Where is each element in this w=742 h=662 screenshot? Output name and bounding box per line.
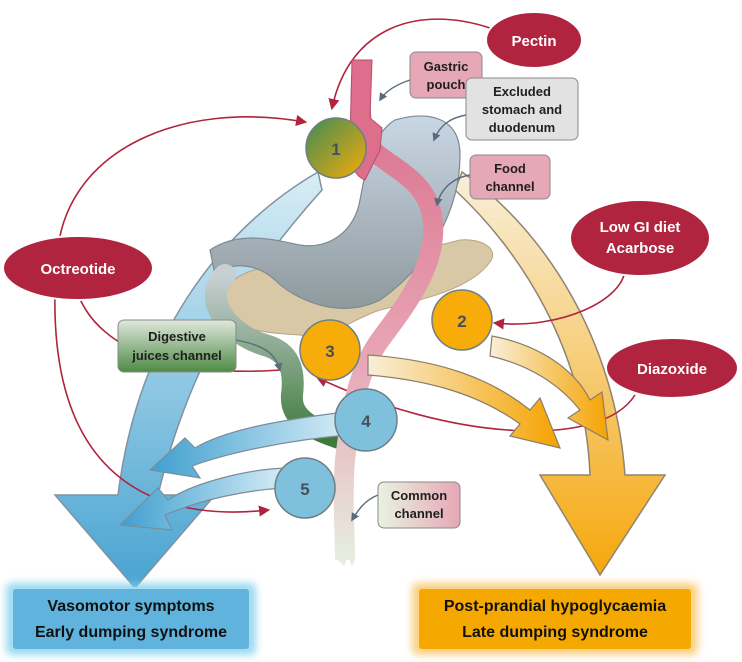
excluded-stomach-label: Excluded stomach and duodenum bbox=[465, 77, 579, 141]
node3-to-hypoglycaemia-arrow bbox=[367, 354, 561, 449]
pectin-ellipse: Pectin bbox=[485, 11, 583, 69]
svg-text:Gastric: Gastric bbox=[424, 59, 469, 74]
late-dumping-arrow-large bbox=[454, 170, 667, 577]
svg-text:channel: channel bbox=[394, 506, 443, 521]
octreotide-to-node5-line bbox=[54, 289, 271, 517]
node4-to-vasomotor-arrow bbox=[148, 411, 349, 479]
node2-to-hypoglycaemia-arrow bbox=[489, 335, 609, 442]
pectin-to-node1-line bbox=[328, 18, 491, 111]
hypoglycaemia-line1: Post-prandial hypoglycaemia bbox=[444, 598, 666, 615]
node-5-label: 5 bbox=[300, 480, 309, 499]
channel-end-cut bbox=[338, 556, 355, 566]
svg-text:channel: channel bbox=[485, 179, 534, 194]
octreotide-to-node1-line bbox=[57, 114, 308, 249]
label-pointers bbox=[235, 79, 471, 522]
svg-text:pouch: pouch bbox=[427, 77, 466, 92]
node-2: 2 bbox=[431, 289, 493, 351]
svg-text:Diazoxide: Diazoxide bbox=[637, 361, 707, 378]
digestive-juices-label: Digestive juices channel bbox=[117, 319, 237, 373]
svg-text:juices channel: juices channel bbox=[131, 348, 222, 363]
node-1-label: 1 bbox=[331, 140, 340, 159]
vasomotor-line2: Early dumping syndrome bbox=[35, 624, 227, 641]
svg-text:duodenum: duodenum bbox=[489, 120, 555, 135]
svg-text:Common: Common bbox=[391, 488, 447, 503]
food-channel-label: Food channel bbox=[469, 154, 551, 200]
node-5: 5 bbox=[274, 457, 336, 519]
common-channel-label: Common channel bbox=[377, 481, 461, 529]
lowgi-to-node2-line bbox=[492, 267, 626, 330]
svg-text:Octreotide: Octreotide bbox=[40, 261, 115, 278]
svg-text:Excluded: Excluded bbox=[493, 84, 551, 99]
node-4: 4 bbox=[334, 388, 398, 452]
svg-text:Low GI diet: Low GI diet bbox=[600, 219, 681, 236]
svg-text:Acarbose: Acarbose bbox=[606, 240, 674, 257]
node-3: 3 bbox=[299, 319, 361, 381]
vasomotor-line1: Vasomotor symptoms bbox=[47, 598, 214, 615]
node-4-label: 4 bbox=[361, 412, 371, 431]
vasomotor-outcome-box: Vasomotor symptoms Early dumping syndrom… bbox=[6, 583, 256, 655]
node-3-label: 3 bbox=[325, 342, 334, 361]
lowgi-acarbose-ellipse: Low GI diet Acarbose bbox=[569, 199, 711, 277]
node5-to-vasomotor-arrow bbox=[118, 467, 286, 531]
node-1: 1 bbox=[305, 117, 367, 179]
diazoxide-ellipse: Diazoxide bbox=[605, 337, 739, 399]
hypoglycaemia-outcome-box: Post-prandial hypoglycaemia Late dumping… bbox=[412, 583, 698, 655]
svg-text:Digestive: Digestive bbox=[148, 329, 206, 344]
svg-text:Food: Food bbox=[494, 161, 526, 176]
node-2-label: 2 bbox=[457, 312, 466, 331]
octreotide-ellipse: Octreotide bbox=[2, 235, 154, 301]
hypoglycaemia-line2: Late dumping syndrome bbox=[462, 624, 648, 641]
svg-text:Pectin: Pectin bbox=[511, 33, 556, 50]
gastric-pouch-label: Gastric pouch bbox=[409, 51, 483, 99]
svg-text:stomach and: stomach and bbox=[482, 102, 562, 117]
